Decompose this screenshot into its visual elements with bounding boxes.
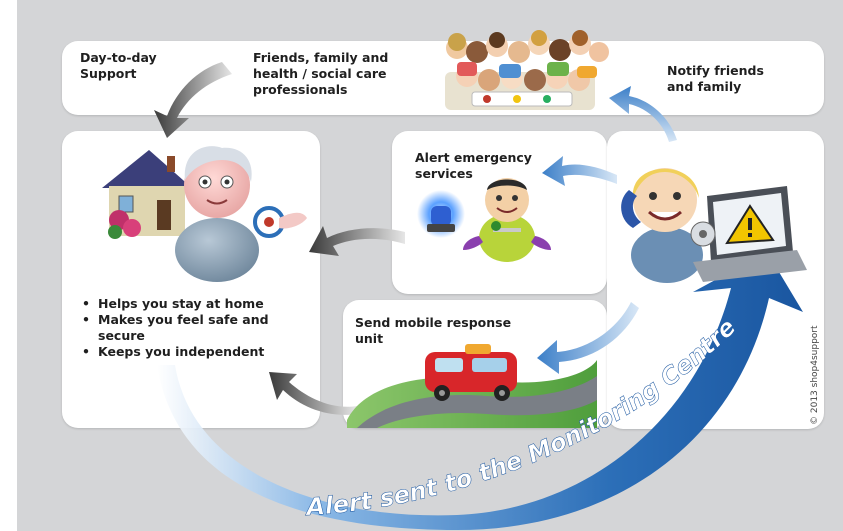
friends-family-crowd-illustration	[445, 30, 609, 110]
diagram-graphics: Alert sent to the Monitoring Centre	[102, 30, 807, 530]
laptop-warning-illustration	[690, 186, 807, 282]
monitoring-centre-arrow	[157, 252, 803, 530]
notify-friends-arrow	[609, 86, 677, 142]
send-mobile-unit-label: Send mobile response unit	[355, 315, 512, 346]
mobile-response-van-illustration	[347, 344, 597, 428]
alert-emergency-arrow	[542, 156, 617, 186]
alert-emergency-label: Alert emergency services	[415, 150, 532, 181]
day-to-day-support-arrow	[154, 62, 232, 138]
elderly-woman-illustration	[175, 146, 307, 282]
diagram-canvas: Alert sent to the Monitoring Centre Day-…	[17, 0, 843, 531]
emergency-to-home-arrow	[309, 226, 405, 256]
monitoring-operator-illustration	[621, 168, 703, 283]
mobile-to-home-arrow	[269, 372, 357, 415]
send-mobile-unit-arrow	[537, 302, 639, 374]
benefit-item: •Helps you stay at home	[82, 296, 264, 311]
notify-friends-label: Notify friends and family	[667, 63, 764, 94]
copyright-notice: © 2013 shop4support	[810, 325, 820, 425]
house-illustration	[102, 150, 192, 239]
day-to-day-support-label: Day-to-day Support	[80, 50, 157, 81]
benefit-item: •Makes you feel safe and secure	[82, 312, 269, 343]
support-network-label: Friends, family and health / social care…	[253, 50, 389, 97]
benefits-list: •Helps you stay at home •Makes you feel …	[80, 296, 269, 360]
support-network-panel	[62, 41, 824, 115]
paramedic-illustration	[417, 178, 551, 262]
benefit-item: •Keeps you independent	[82, 344, 265, 359]
